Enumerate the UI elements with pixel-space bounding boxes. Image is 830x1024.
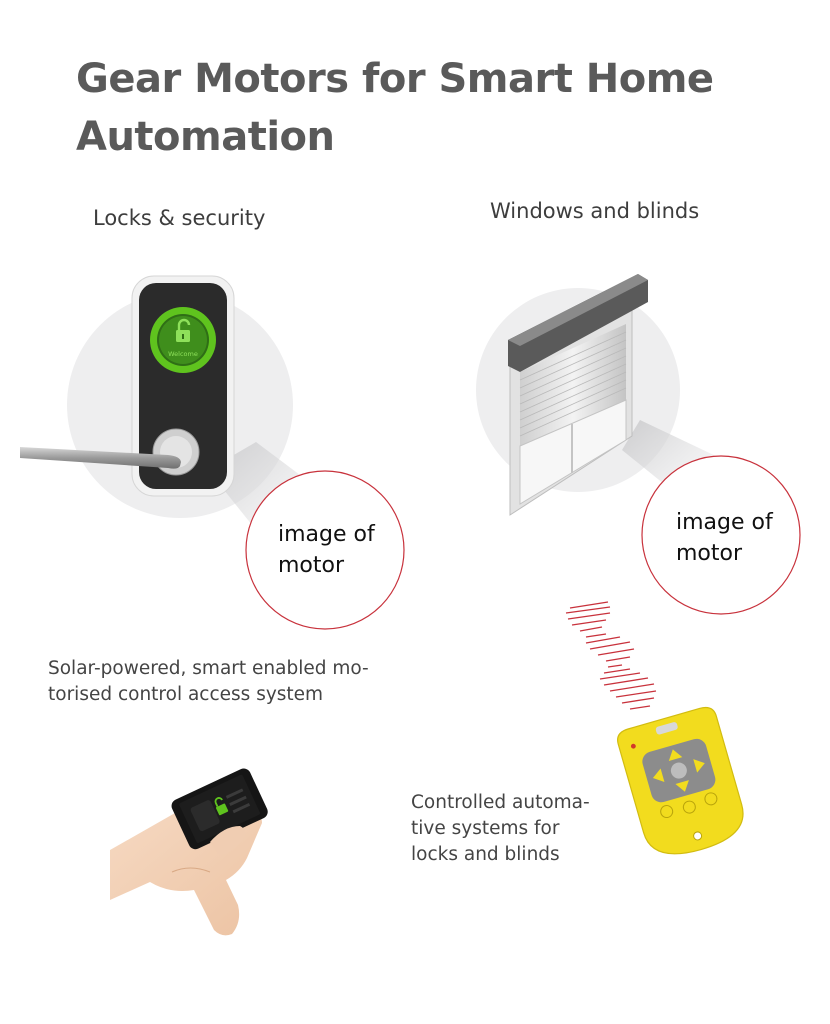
- window-shutter: [520, 324, 626, 446]
- window-blind-box: [508, 274, 648, 372]
- motor-placeholder-line: motor: [278, 553, 345, 578]
- caption-line: tive systems for: [411, 818, 560, 839]
- lock-screen-text: Welcome: [168, 350, 198, 358]
- padlock-open-icon: [176, 318, 191, 342]
- page-title: Gear Motors for Smart Home Automation: [76, 56, 714, 160]
- phone-hand-illustration: [110, 768, 268, 936]
- motor-placeholder-circle-windows: [641, 455, 801, 615]
- caption-line: torised control access system: [48, 684, 324, 705]
- phone-padlock-icon: [214, 797, 229, 816]
- lock-illustration: Welcome: [20, 275, 320, 545]
- section-label-locks: Locks & security: [93, 206, 266, 230]
- window-illustration: [476, 274, 720, 516]
- caption-controls: Controlled automa- tive systems for lock…: [411, 790, 621, 868]
- motor-placeholder-line: motor: [676, 541, 743, 566]
- motor-placeholder-circle-locks: [245, 470, 405, 630]
- motor-placeholder-text-locks: image of motor: [278, 519, 398, 581]
- remote-control-illustration: [617, 706, 744, 855]
- lock-lever-handle: [20, 447, 181, 469]
- motor-placeholder-text-windows: image of motor: [676, 507, 796, 569]
- caption-line: locks and blinds: [411, 844, 560, 865]
- wireless-signal-icon: [565, 601, 657, 710]
- caption-line: Solar-powered, smart enabled mo-: [48, 658, 369, 679]
- caption-locks: Solar-powered, smart enabled mo- torised…: [48, 656, 408, 708]
- motor-placeholder-line: image of: [676, 510, 773, 535]
- section-label-windows: Windows and blinds: [490, 199, 700, 223]
- motor-placeholder-line: image of: [278, 522, 375, 547]
- caption-line: Controlled automa-: [411, 792, 590, 813]
